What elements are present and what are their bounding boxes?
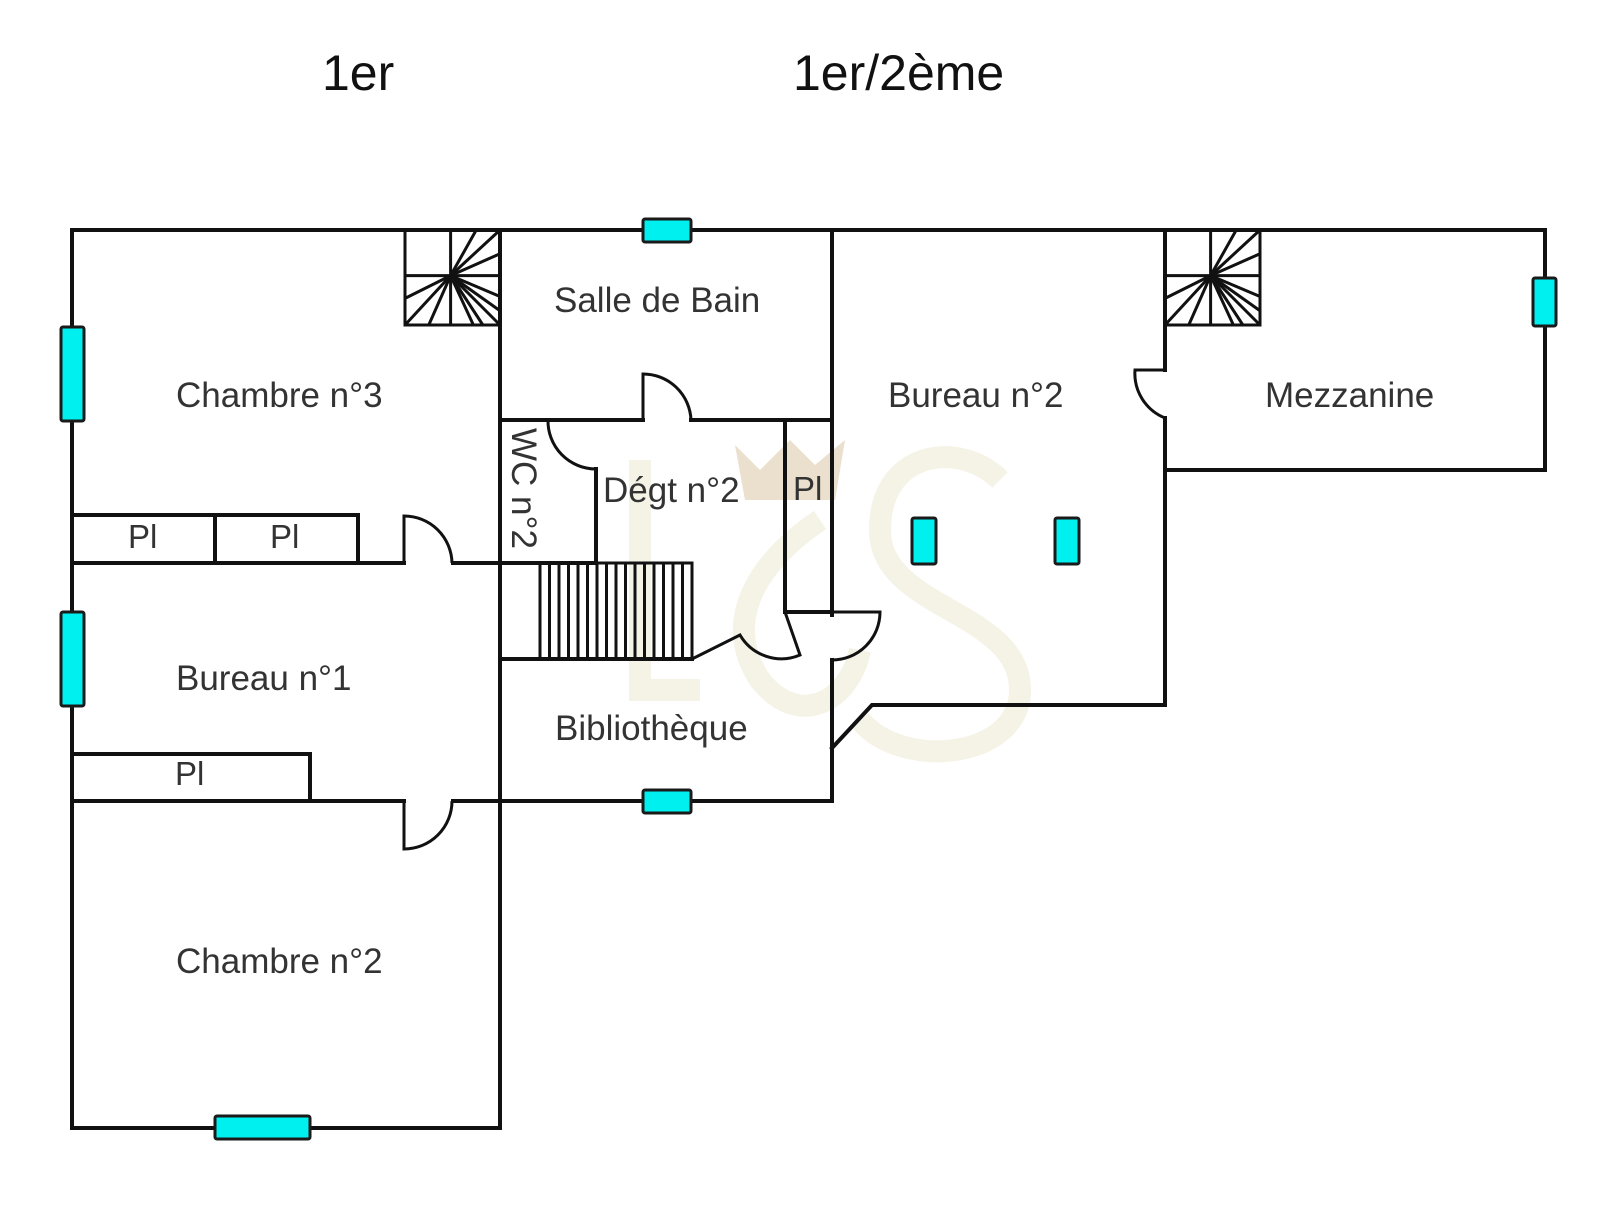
room-label-bureau-2: Bureau n°2 xyxy=(888,376,1064,415)
watermark-letter-s xyxy=(851,446,1032,763)
stair-line xyxy=(1209,274,1261,312)
stair-frame xyxy=(1163,228,1262,327)
stair-line xyxy=(449,228,502,277)
closet-label: Pl xyxy=(793,470,822,507)
room-label-wc-2: WC n°2 xyxy=(504,428,543,549)
stair-frame xyxy=(403,228,502,327)
stair-line xyxy=(1209,274,1262,327)
window xyxy=(59,610,86,708)
skylight-window xyxy=(910,516,938,566)
closet-label: Pl xyxy=(128,518,157,555)
room-label-mezzanine: Mezzanine xyxy=(1265,376,1434,415)
stair-line xyxy=(449,274,502,327)
stair-line xyxy=(450,274,501,298)
room-label-bibliotheque: Bibliothèque xyxy=(555,709,748,748)
stair-line xyxy=(449,252,501,277)
spiral-staircase-icon xyxy=(403,228,502,327)
room-label-degt-2: Dégt n°2 xyxy=(603,471,740,510)
stair-line xyxy=(1187,274,1212,326)
watermark-crown-icon xyxy=(735,440,845,500)
watermark-letter-l xyxy=(629,460,700,701)
window xyxy=(641,217,693,244)
spiral-staircase-icon xyxy=(1163,228,1262,327)
room-label-bureau-1: Bureau n°1 xyxy=(176,659,352,698)
stair-line xyxy=(1209,228,1262,277)
stair-line xyxy=(1163,274,1212,327)
skylight-window xyxy=(1053,516,1081,566)
windows xyxy=(59,217,1558,1141)
stair-line xyxy=(427,274,452,326)
stair-line xyxy=(1209,274,1245,326)
closet-label: Pl xyxy=(175,755,204,792)
stair-line xyxy=(1209,252,1261,277)
closet-label: Pl xyxy=(270,518,299,555)
floor-title-1er: 1er xyxy=(322,45,395,101)
room-label-salle-de-bain: Salle de Bain xyxy=(554,281,760,320)
window xyxy=(213,1114,312,1141)
floor-title-1er-2eme: 1er/2ème xyxy=(793,45,1005,101)
stair-line xyxy=(449,229,478,277)
window xyxy=(1531,276,1558,328)
straight-staircase-icon xyxy=(538,563,684,659)
stair-line xyxy=(1210,274,1261,298)
stair-line xyxy=(404,274,452,300)
room-label-chambre-3: Chambre n°3 xyxy=(176,376,383,415)
watermark-ampersand xyxy=(732,510,871,717)
stair-line xyxy=(1164,274,1212,300)
window xyxy=(641,788,693,815)
stair-line xyxy=(1209,229,1238,277)
stair-line xyxy=(403,274,452,327)
window xyxy=(59,325,86,423)
stair-line xyxy=(449,274,501,312)
watermark-logo xyxy=(629,440,1032,763)
room-label-chambre-2: Chambre n°2 xyxy=(176,942,383,981)
stair-line xyxy=(449,274,485,326)
